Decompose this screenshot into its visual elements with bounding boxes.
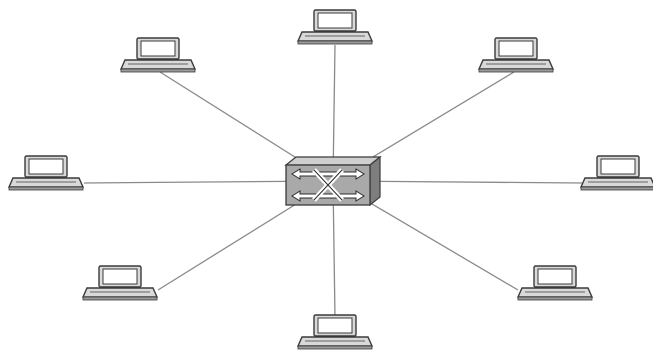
computer-terminal-icon — [296, 314, 374, 350]
computer-terminal-icon — [477, 37, 555, 73]
computer-terminal-icon — [81, 265, 159, 301]
network-switch-icon — [284, 155, 382, 207]
computer-terminal-icon — [119, 37, 197, 73]
computer-nodes — [7, 9, 653, 350]
computer-terminal-icon — [7, 155, 85, 191]
computer-terminal-icon — [296, 9, 374, 45]
crossing-arrows-icon — [291, 168, 365, 202]
computer-terminal-icon — [579, 155, 653, 191]
computer-terminal-icon — [516, 265, 594, 301]
